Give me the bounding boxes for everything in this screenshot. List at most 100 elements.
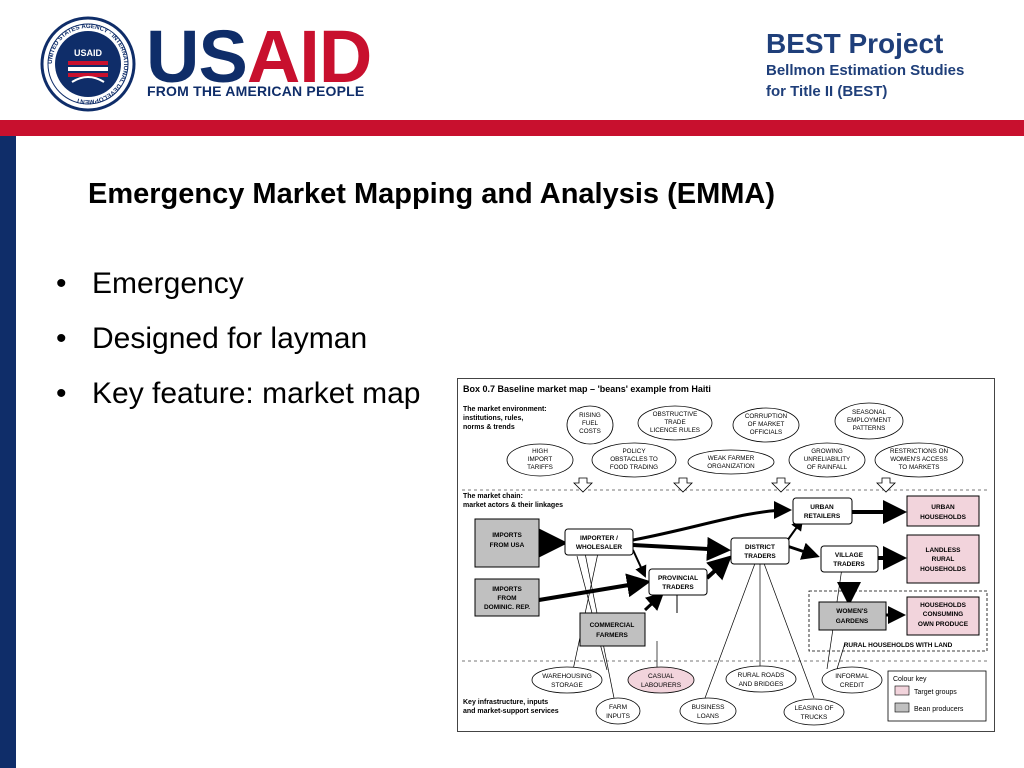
actor-label: RURAL [932,556,955,563]
infra-oval [627,666,695,694]
infra-oval-text: BUSINESS [692,704,726,711]
legend-label-producers: Bean producers [914,706,964,713]
seal-center-text: USAID [74,48,103,58]
env-oval [732,407,800,443]
usaid-tagline: FROM THE AMERICAN PEOPLE [147,83,365,99]
actor-urban-retailers [792,497,853,525]
actor-label: FROM [497,595,516,602]
env-oval-text: OBSTRUCTIVE [653,411,698,418]
env-oval-text: EMPLOYMENT [847,417,891,424]
env-oval-text: TO MARKETS [899,464,940,471]
legend-label-target: Target groups [914,689,957,696]
section-label-chain: market actors & their linkages [463,502,563,509]
actor-label: OWN PRODUCE [918,621,969,628]
env-oval [788,442,866,478]
actor-label: RETAILERS [804,513,841,520]
section-label-environment: institutions, rules, [463,415,523,422]
env-oval [874,442,964,478]
chain-link [632,501,792,542]
env-oval-text: WOMEN'S ACCESS [890,456,948,463]
wordmark-us: US [146,15,248,98]
legend-swatch-target [894,685,910,696]
infra-oval-text: LOANS [697,713,720,720]
bullet-item: •Designed for layman [56,322,368,355]
infra-oval-text: CASUAL [648,673,674,680]
infra-oval [679,697,737,725]
slide-title: Emergency Market Mapping and Analysis (E… [88,178,776,210]
env-oval [687,449,775,475]
actor-label: PROVINCIAL [658,575,698,582]
section-label-environment: norms & trends [463,424,515,431]
chain-link [632,536,731,561]
actor-provincial-traders [648,568,708,596]
chain-link [705,555,732,581]
env-oval-text: OF RAINFALL [807,464,848,471]
env-oval-text: POLICY [622,448,646,455]
bullet-item: •Emergency [56,267,244,300]
legend-swatch-producers [894,702,910,713]
actor-label: TRADERS [662,584,694,591]
map-box-title: Box 0.7 Baseline market map – 'beans' ex… [463,384,711,394]
env-oval-text: CORRUPTION [745,413,788,420]
env-oval [591,442,677,478]
bullet-list: •Emergency •Designed for layman •Key fea… [56,262,420,427]
env-oval-text: UNRELIABILITY [804,456,851,463]
infra-oval [531,666,603,694]
env-oval-text: LICENCE RULES [650,427,700,434]
actor-district-traders [730,537,790,565]
actor-label: WHOLESALER [576,544,623,551]
support-line [836,642,846,670]
actor-label: IMPORTS [492,586,522,593]
env-oval-text: WEAK FARMER [708,455,755,462]
actor-label: LANDLESS [925,547,961,554]
env-oval-text: HIGH [532,448,548,455]
actor-village-traders [820,545,879,573]
actor-label: GARDENS [836,618,869,625]
infra-oval-text: CREDIT [840,682,864,689]
actor-label: HOUSEHOLDS [920,602,967,609]
actor-label: TRADERS [744,553,776,560]
actor-imports-dr [474,578,540,617]
section-label-chain: The market chain: [463,493,523,500]
env-oval-text: FOOD TRADING [610,464,658,471]
actor-urban-households [906,495,980,527]
env-oval [566,405,614,445]
actor-label: IMPORTER / [580,535,618,542]
actor-imports-usa [474,518,540,568]
actor-landless-households [906,534,980,584]
env-oval-text: RESTRICTIONS ON [890,448,949,455]
actor-label: HOUSEHOLDS [920,566,967,573]
best-project-title: BEST Project [766,28,944,59]
env-oval [506,443,574,477]
best-project-subtitle-2: for Title II (BEST) [766,83,888,100]
env-oval-text: SEASONAL [852,409,886,416]
infra-oval-text: INFORMAL [835,673,869,680]
down-arrow-icon [573,477,593,493]
infra-oval-text: LEASING OF [794,705,833,712]
actor-importer [564,528,634,556]
down-arrow-icon [876,477,896,493]
support-line [761,557,815,699]
env-oval-text: PATTERNS [853,425,886,432]
env-oval-text: COSTS [579,428,601,435]
wordmark-aid: AID [246,15,372,98]
infra-oval-text: FARM [609,704,627,711]
actor-label: IMPORTS [492,532,522,539]
left-accent-bar [0,136,16,768]
down-arrow-icon [771,477,791,493]
red-divider-bar [0,120,1024,136]
env-oval-text: IMPORT [528,456,553,463]
support-line [572,552,599,671]
support-line [704,557,758,699]
actor-womens-gardens [818,601,887,631]
actor-own-produce-households [906,596,980,636]
actor-label: URBAN [810,504,834,511]
env-oval-text: RISING [579,412,601,419]
actor-commercial-farmers [579,612,646,647]
env-oval-text: OFFICIALS [750,429,783,436]
infra-oval [725,665,797,693]
infra-oval-text: AND BRIDGES [739,681,784,688]
env-oval-text: OBSTACLES TO [610,456,658,463]
env-oval-text: GROWING [811,448,843,455]
chain-link [538,573,651,602]
